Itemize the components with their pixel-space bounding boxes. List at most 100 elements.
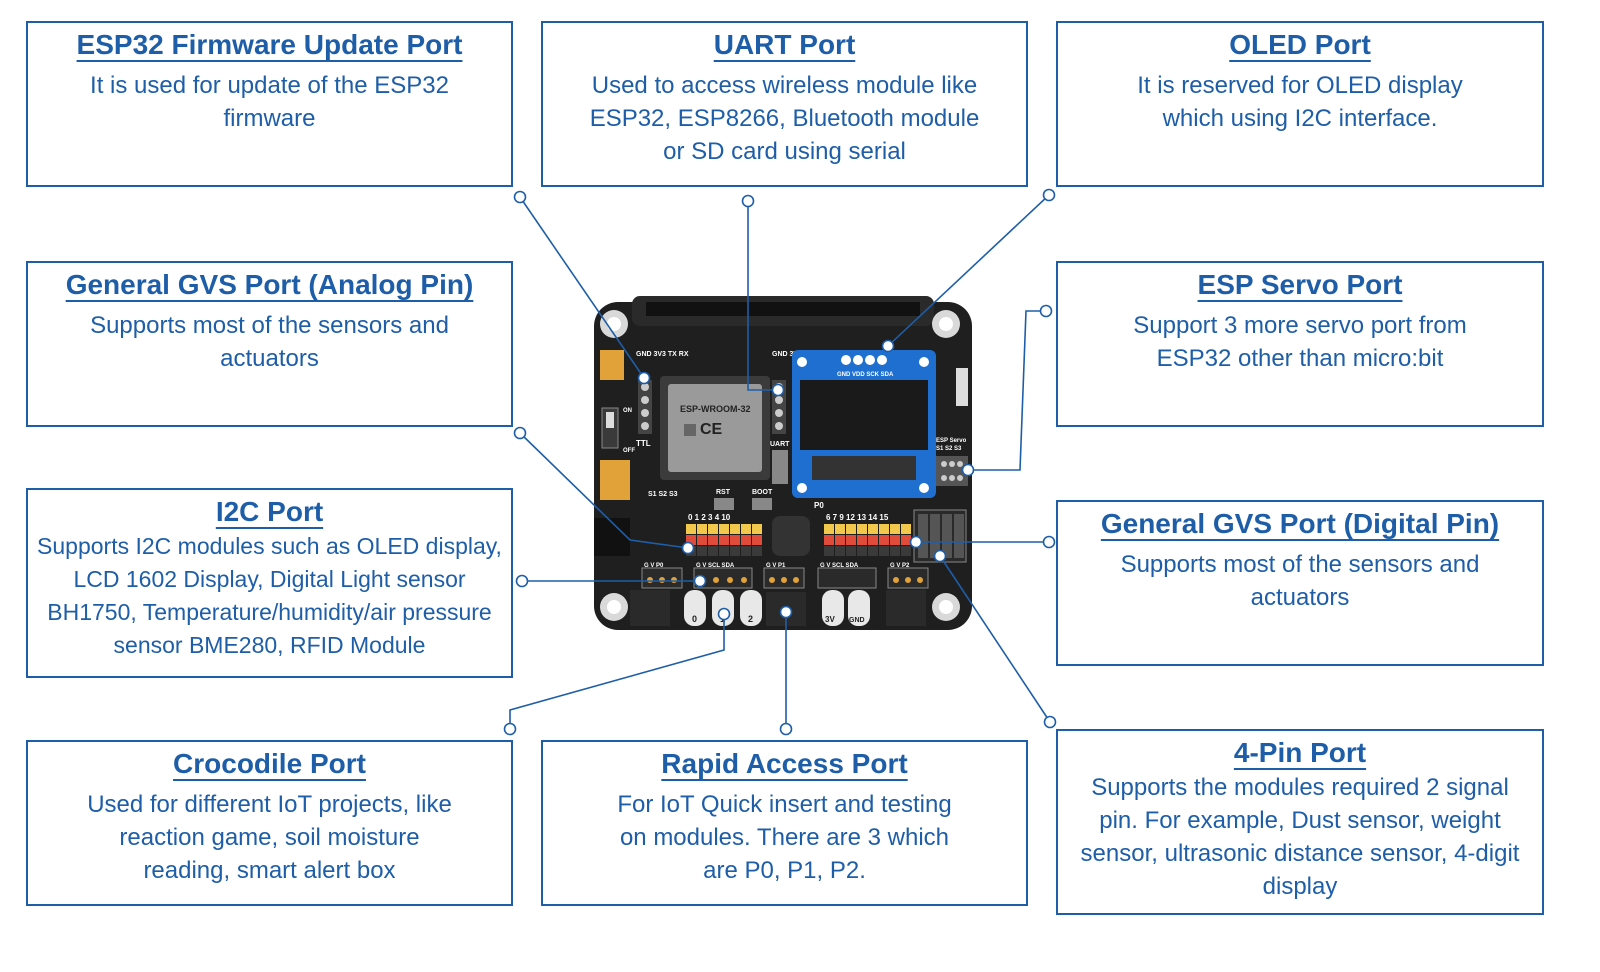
- callout-desc: Supports the modules required 2 signal p…: [1080, 774, 1520, 900]
- callout-4-pin: 4-Pin Port Supports the modules required…: [1056, 729, 1544, 915]
- gvs-pin: [835, 546, 845, 556]
- gvs-pin: [846, 535, 856, 545]
- callout-title: General GVS Port (Digital Pin): [1100, 508, 1500, 539]
- callout-esp32-firmware: ESP32 Firmware Update Port It is used fo…: [26, 21, 513, 187]
- gvs-pin: [730, 524, 740, 534]
- callout-uart: UART Port Used to access wireless module…: [541, 21, 1028, 187]
- gvs-pin: [879, 535, 889, 545]
- gvs-pin: [730, 546, 740, 556]
- gvs-pin: [901, 524, 911, 534]
- gvs-pin: [741, 546, 751, 556]
- p0-label: P0: [814, 501, 824, 510]
- gvp2-header: [887, 567, 929, 589]
- gvp0-label: G V P0: [644, 563, 664, 569]
- gvs-pin: [708, 535, 718, 545]
- gvs-pin: [719, 535, 729, 545]
- rst-label: RST: [716, 489, 731, 496]
- callout-title: ESP32 Firmware Update Port: [76, 29, 463, 60]
- gvp2-label: G V P2: [890, 563, 910, 569]
- right-i2c-label: G V SCL SDA: [820, 563, 859, 569]
- gvs-pin: [868, 524, 878, 534]
- gvs-pin: [879, 524, 889, 534]
- ttl-header-left: [638, 380, 652, 434]
- callout-oled: OLED Port It is reserved for OLED displa…: [1056, 21, 1544, 187]
- callout-esp-servo: ESP Servo Port Support 3 more servo port…: [1056, 261, 1544, 427]
- pad-2-label: 2: [748, 614, 753, 624]
- gvs-pin: [901, 546, 911, 556]
- gvs-pin: [846, 546, 856, 556]
- esp32-module-name: ESP-WROOM-32: [680, 404, 751, 414]
- inductor: [772, 516, 810, 556]
- pad-3v-label: 3V: [825, 615, 835, 624]
- ce-mark: CE: [700, 421, 723, 438]
- gvs-pin: [686, 524, 696, 534]
- gvs-pin: [752, 535, 762, 545]
- callout-title: UART Port: [713, 29, 856, 60]
- leader-lines: [509, 194, 1051, 729]
- side-switch: [956, 368, 968, 406]
- callout-title: I2C Port: [215, 496, 324, 527]
- gvs-pin: [890, 546, 900, 556]
- gvs-pin: [752, 546, 762, 556]
- callout-title: ESP Servo Port: [1197, 269, 1403, 300]
- boot-label: BOOT: [752, 489, 773, 496]
- gvs-pin: [824, 535, 834, 545]
- gvs-pin: [697, 524, 707, 534]
- gvp0-header: [641, 567, 683, 589]
- gvs-pin: [835, 524, 845, 534]
- gvs-pin: [741, 535, 751, 545]
- callout-desc: Supports most of the sensors and actuato…: [90, 312, 449, 372]
- callout-desc: Used for different IoT projects, like re…: [87, 791, 452, 884]
- left-header-pins-label: GND 3V3 TX RX: [636, 351, 689, 358]
- servo-pins-label: S1 S2 S3: [936, 446, 962, 452]
- uart-label: UART: [770, 441, 790, 448]
- pad-0-label: 0: [692, 614, 697, 624]
- callout-title: Crocodile Port: [173, 748, 366, 779]
- usb-jack: [594, 518, 630, 556]
- battery-connector: [600, 350, 624, 380]
- gvs-pin: [730, 535, 740, 545]
- gvs-pin: [901, 535, 911, 545]
- esp-servo-label: ESP Servo: [936, 438, 967, 444]
- callout-desc: Supports I2C modules such as OLED displa…: [37, 533, 502, 658]
- gvs-pin: [719, 546, 729, 556]
- gvs-pin: [708, 546, 718, 556]
- callout-rapid-access: Rapid Access Port For IoT Quick insert a…: [541, 740, 1028, 906]
- gvp1-header: [763, 567, 805, 589]
- callout-title: OLED Port: [1229, 29, 1371, 60]
- gvs-pin: [686, 535, 696, 545]
- leader-endpoints: [503, 188, 1057, 736]
- gvs-pin: [697, 546, 707, 556]
- gvp1-label: G V P1: [766, 563, 786, 569]
- callout-desc: Used to access wireless module like ESP3…: [589, 72, 980, 165]
- ttl-label: TTL: [636, 439, 651, 448]
- callout-desc: For IoT Quick insert and testing on modu…: [617, 791, 952, 884]
- gvs-pin: [868, 535, 878, 545]
- pad-gnd-label: GND: [849, 617, 865, 624]
- callout-desc: Support 3 more servo port from ESP32 oth…: [1133, 312, 1467, 372]
- gvs-pin: [857, 524, 867, 534]
- callout-title: General GVS Port (Analog Pin): [65, 269, 474, 300]
- callout-title: 4-Pin Port: [1233, 737, 1367, 768]
- callout-desc: It is reserved for OLED display which us…: [1137, 72, 1463, 132]
- gvs-pin: [846, 524, 856, 534]
- gvs-pin: [708, 524, 718, 534]
- off-label: OFF: [623, 448, 635, 454]
- digital-gvs-header: [824, 524, 911, 556]
- oled-screen: [800, 380, 928, 450]
- rst-button: [714, 498, 734, 510]
- callout-i2c: I2C Port Supports I2C modules such as OL…: [26, 488, 513, 678]
- right-i2c-header: [817, 567, 877, 589]
- gvs-pin: [890, 524, 900, 534]
- gvs-pin: [868, 546, 878, 556]
- digital-numbers: 6 7 9 12 13 14 15: [826, 513, 889, 522]
- callout-title: Rapid Access Port: [661, 748, 908, 779]
- callout-gvs-analog: General GVS Port (Analog Pin) Supports m…: [26, 261, 513, 427]
- gvs-pin: [719, 524, 729, 534]
- callout-desc: Supports most of the sensors and actuato…: [1120, 551, 1480, 611]
- gvs-pin: [824, 524, 834, 534]
- oled-pin-names: GND VDD SCK SDA: [837, 372, 894, 378]
- gvs-pin: [741, 524, 751, 534]
- on-label: ON: [623, 408, 632, 414]
